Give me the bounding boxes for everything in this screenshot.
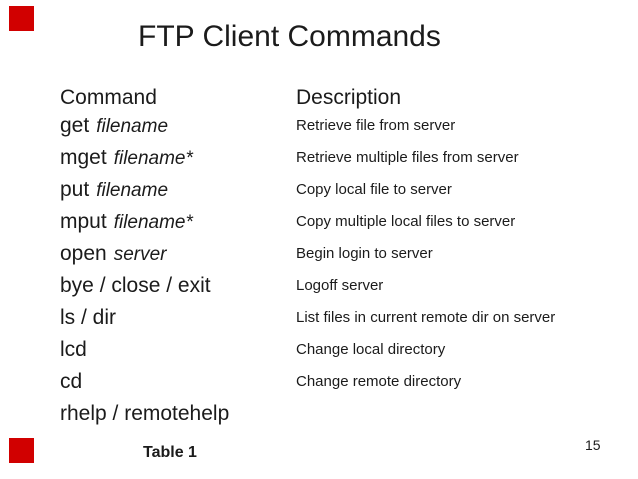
command-cell: bye / close / exit (60, 273, 218, 300)
slide-title: FTP Client Commands (138, 20, 441, 53)
column-header-command: Command (60, 86, 157, 109)
table-caption: Table 1 (143, 444, 197, 461)
description-cell: Change remote directory (296, 373, 462, 390)
command-arg: filename (96, 180, 169, 201)
command-cell: rhelp / remotehelp (60, 401, 236, 428)
table-row: get filename Retrieve file from server (0, 113, 638, 139)
table-row: ls / dir List files in current remote di… (0, 305, 638, 331)
command-cell: mput filename* (60, 209, 193, 236)
column-header-description: Description (296, 86, 402, 109)
table-header-row: Command Description (0, 85, 638, 111)
description-cell: Retrieve file from server (296, 117, 456, 134)
command-text: bye / close / exit (60, 274, 211, 297)
table-row: cd Change remote directory (0, 369, 638, 395)
red-square-marker-bottom (9, 438, 34, 463)
table-row: mput filename* Copy multiple local files … (0, 209, 638, 235)
command-text: open (60, 242, 107, 265)
description-cell: Begin login to server (296, 245, 433, 262)
command-cell: put filename (60, 177, 168, 204)
command-arg: filename (96, 116, 169, 137)
command-text: lcd (60, 338, 87, 361)
command-text: ls / dir (60, 306, 117, 329)
command-arg: server (113, 244, 167, 265)
description-cell: Copy local file to server (296, 181, 452, 198)
description-cell: Copy multiple local files to server (296, 213, 516, 230)
command-arg: filename* (113, 212, 193, 233)
description-cell: List files in current remote dir on serv… (296, 309, 556, 326)
table-row: put filename Copy local file to server (0, 177, 638, 203)
table-row: open server Begin login to server (0, 241, 638, 267)
command-cell: ls / dir (60, 305, 123, 332)
command-cell: get filename (60, 113, 168, 140)
description-cell: Retrieve multiple files from server (296, 149, 519, 166)
command-arg: filename* (113, 148, 193, 169)
command-text: rhelp / remotehelp (60, 402, 230, 425)
command-cell: lcd (60, 337, 94, 364)
red-square-marker-top (9, 6, 34, 31)
description-cell: Change local directory (296, 341, 446, 358)
command-cell: open server (60, 241, 167, 268)
table-row: lcd Change local directory (0, 337, 638, 363)
description-cell: Logoff server (296, 277, 384, 294)
command-text: put (60, 178, 90, 201)
table-row: bye / close / exit Logoff server (0, 273, 638, 299)
command-cell: cd (60, 369, 89, 396)
command-text: get (60, 114, 90, 137)
table-row: rhelp / remotehelp (0, 401, 638, 427)
command-cell: mget filename* (60, 145, 193, 172)
page-number: 15 (585, 437, 601, 453)
command-text: cd (60, 370, 83, 393)
command-text: mget (60, 146, 107, 169)
table-row: mget filename* Retrieve multiple files fr… (0, 145, 638, 171)
command-text: mput (60, 210, 107, 233)
